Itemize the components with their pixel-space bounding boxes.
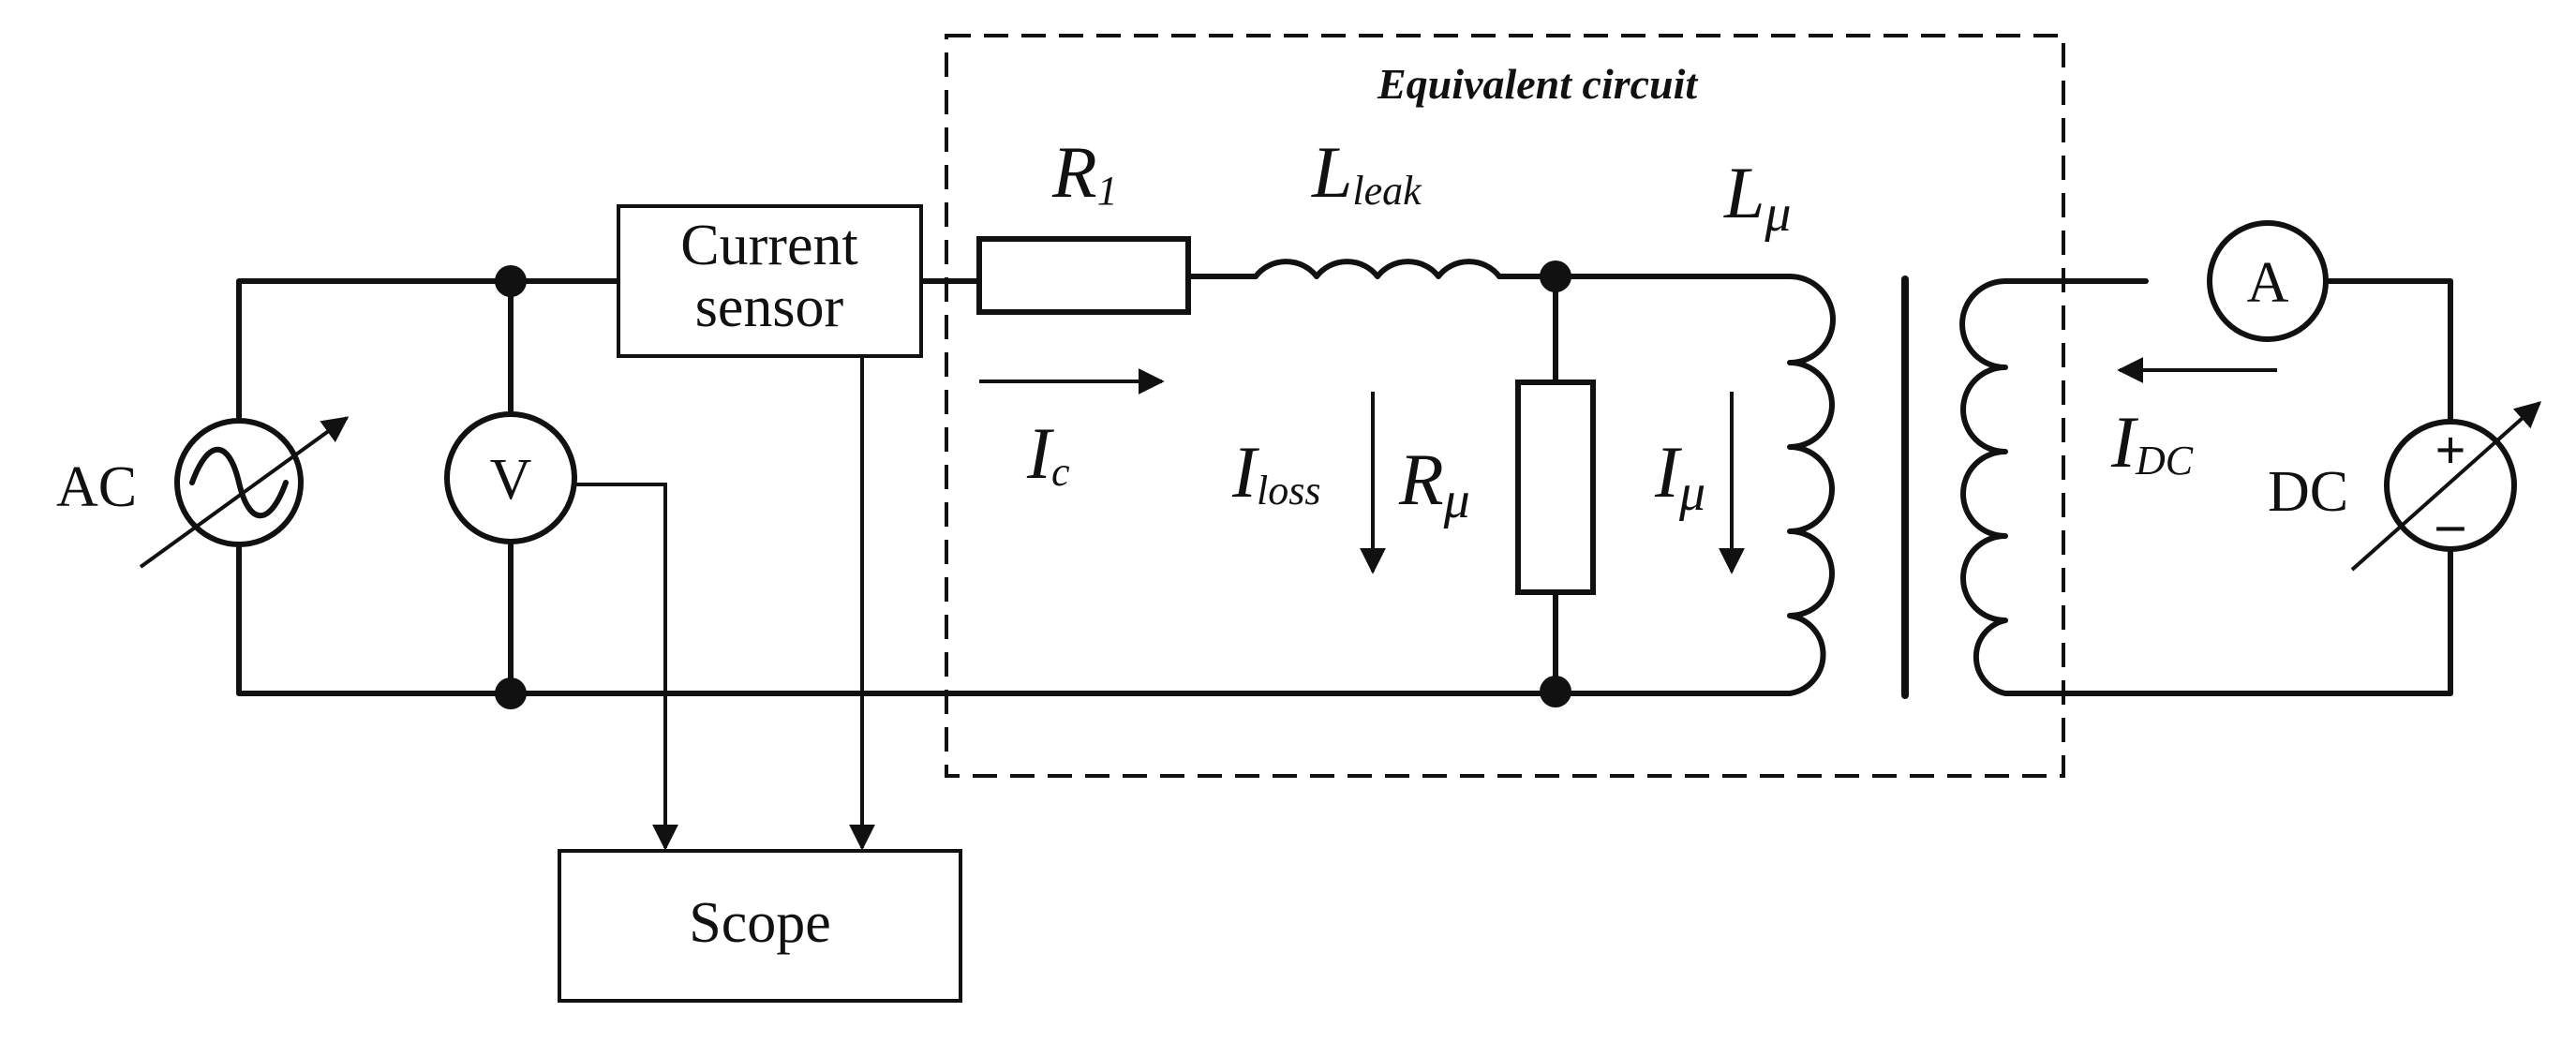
equivalent-circuit-boundary xyxy=(945,34,2065,778)
current-sensor-block xyxy=(617,204,923,358)
dc-label: DC xyxy=(2268,460,2348,524)
junction-dot xyxy=(495,265,527,297)
secondary-winding xyxy=(1959,278,2453,696)
ammeter xyxy=(2207,220,2329,342)
iloss-label: Iloss xyxy=(1231,431,1320,514)
ac-source xyxy=(139,416,350,569)
ac-label: AC xyxy=(56,455,137,519)
voltmeter-label: V xyxy=(490,448,532,512)
ic-label: Ic xyxy=(1026,412,1070,495)
r1-label: R1 xyxy=(1051,131,1118,214)
resistor-rmu xyxy=(1515,380,1596,595)
junction-dot xyxy=(1540,676,1571,707)
lmu-label: Lμ xyxy=(1723,152,1792,243)
dc-minus-icon: – xyxy=(2436,493,2465,554)
variable-arrow-icon xyxy=(139,416,350,569)
equivalent-circuit-title: Equivalent circuit xyxy=(1377,60,1698,108)
voltmeter xyxy=(444,411,577,544)
voltmeter-to-scope-arrow xyxy=(574,483,678,851)
dc-source: + – xyxy=(2350,401,2542,572)
scope-block xyxy=(558,849,962,1003)
imu-label: Iμ xyxy=(1654,431,1705,522)
lleak-label: Lleak xyxy=(1311,131,1422,214)
current-sensor-label-line2: sensor xyxy=(695,275,844,339)
sine-wave-icon xyxy=(189,447,289,518)
rmu-label: Rμ xyxy=(1398,439,1470,529)
variable-arrow-icon xyxy=(2350,401,2542,572)
primary-winding-lmu xyxy=(1731,274,1836,696)
wire-ammeter-dc xyxy=(2321,278,2453,424)
wire-bottom-main xyxy=(236,545,1736,696)
scope-label: Scope xyxy=(689,891,831,955)
wire-top-left xyxy=(236,278,621,420)
ammeter-label: A xyxy=(2247,251,2289,315)
resistor-r1 xyxy=(976,236,1191,315)
inductor-lleak xyxy=(1253,259,1502,279)
junction-dot xyxy=(1540,261,1571,292)
junction-dot xyxy=(495,677,527,709)
current-sensor-label-line1: Current xyxy=(680,214,857,277)
idc-label: IDC xyxy=(2110,401,2194,484)
